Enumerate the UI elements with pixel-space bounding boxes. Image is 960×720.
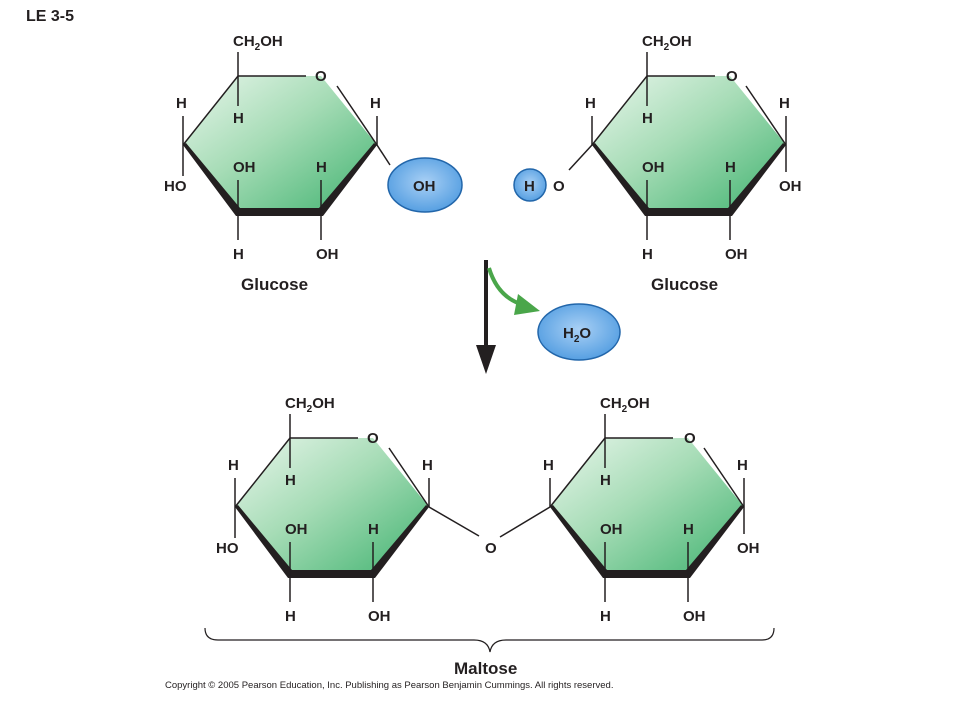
atom-label: H [737, 457, 748, 474]
atom-label: H [228, 457, 239, 474]
figure-label: LE 3-5 [26, 8, 74, 25]
atom-label: H2O [563, 325, 591, 345]
maltose-caption: Maltose [454, 659, 517, 678]
atom-label: H [422, 457, 433, 474]
atom-label: O [726, 68, 738, 85]
ring-front-edge [235, 505, 429, 578]
atom-label: O [315, 68, 327, 85]
glucose-ring [235, 438, 429, 574]
atom-label: O [367, 430, 379, 447]
atom-label: H [600, 472, 611, 489]
atom-label: H [585, 95, 596, 112]
atom-label: CH2OH [642, 33, 692, 53]
atom-label: H [600, 608, 611, 625]
atom-label: H [176, 95, 187, 112]
bond-line [336, 85, 378, 146]
bond-line [499, 506, 551, 538]
atom-label: H [316, 159, 327, 176]
atom-label: HO [164, 178, 187, 195]
maltose-ring-left: CH2OH O H H H HO OH H H OH [216, 395, 480, 625]
bond-line [568, 144, 593, 171]
atom-label: OH [642, 159, 665, 176]
atom-label: OH [285, 521, 308, 538]
atom-label: OH [725, 246, 748, 263]
atom-label: CH2OH [600, 395, 650, 415]
atom-label: H [368, 521, 379, 538]
atom-label: OH [683, 608, 706, 625]
ring-front-edge [550, 505, 744, 578]
oh-bubble: OH [387, 157, 463, 213]
glucose-left-caption: Glucose [241, 275, 308, 294]
bond-line [703, 447, 745, 508]
copyright-notice: Copyright © 2005 Pearson Education, Inc.… [165, 680, 613, 691]
glucose-ring [592, 76, 786, 212]
bond-line [388, 447, 430, 508]
glucose-ring [183, 76, 377, 212]
maltose-brace [204, 627, 775, 653]
glucose-right-caption: Glucose [651, 275, 718, 294]
glucose-molecule-right: CH2OH O H H H O OH OH H H OH Glucose [553, 33, 802, 294]
glucose-molecule-left: CH2OH O H H H HO OH H H OH Glucose [164, 33, 391, 294]
atom-label: OH [233, 159, 256, 176]
water-release-arrow [487, 267, 540, 315]
ring-front-edge [592, 143, 786, 216]
bond-line [745, 85, 787, 146]
atom-label: HO [216, 540, 239, 557]
atom-label: OH [316, 246, 339, 263]
glycosidic-oxygen: O [485, 540, 497, 557]
atom-label: H [642, 110, 653, 127]
atom-label: O [553, 178, 565, 195]
bond-line [428, 506, 480, 537]
atom-label: H [233, 246, 244, 263]
atom-label: H [725, 159, 736, 176]
atom-label: H [370, 95, 381, 112]
atom-label: H [543, 457, 554, 474]
water-bubble: H2O [537, 303, 621, 361]
atom-label: H [285, 472, 296, 489]
bond-line [376, 144, 391, 166]
atom-label: H [233, 110, 244, 127]
atom-label: OH [368, 608, 391, 625]
atom-label: OH [737, 540, 760, 557]
atom-label: OH [779, 178, 802, 195]
atom-label: CH2OH [285, 395, 335, 415]
h-bubble: H [513, 168, 547, 202]
atom-label: OH [413, 178, 436, 195]
atom-label: H [642, 246, 653, 263]
atom-label: H [683, 521, 694, 538]
atom-label: H [524, 178, 535, 195]
atom-label: H [779, 95, 790, 112]
atom-label: O [684, 430, 696, 447]
ring-front-edge [183, 143, 377, 216]
maltose-ring-right: CH2OH O H H H OH OH H H OH [499, 395, 760, 625]
atom-label: OH [600, 521, 623, 538]
atom-label: CH2OH [233, 33, 283, 53]
atom-label: H [285, 608, 296, 625]
reaction-arrow [476, 260, 496, 374]
glucose-ring [550, 438, 744, 574]
